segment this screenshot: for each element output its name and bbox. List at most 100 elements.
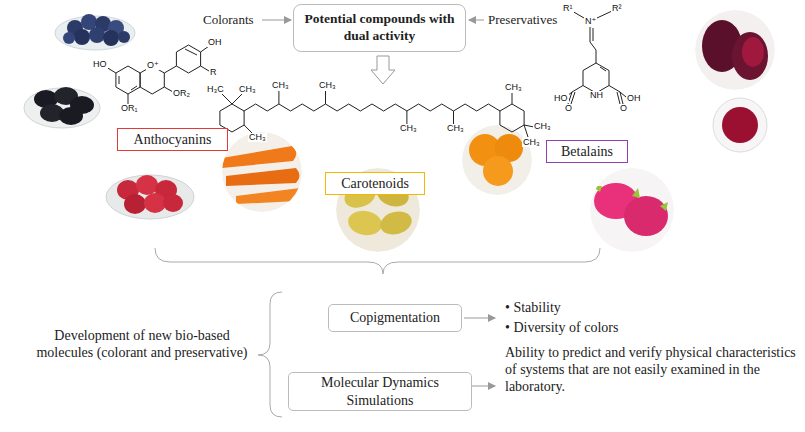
dragon-fruit-photo-part <box>590 168 674 252</box>
atom-label: HO <box>553 94 569 103</box>
carotenoid-structure-part <box>232 94 242 104</box>
node-text: Carotenoids <box>341 175 409 193</box>
betalain-structure-part <box>597 11 612 18</box>
carotenoid-structure-part <box>278 91 279 104</box>
atom-label: CH₃ <box>238 85 257 94</box>
atom-label: CH₃ <box>318 81 337 90</box>
yellow-fruit-photo <box>336 168 420 252</box>
category-box: Betalains <box>546 140 628 163</box>
betalain-structure-part <box>617 92 620 104</box>
carotenoid-structure-part <box>453 111 454 124</box>
beet-photo-part <box>742 37 764 67</box>
input-label: Preservatives <box>488 12 557 28</box>
blackberry-photo-part <box>59 107 83 125</box>
betalain-structure-part <box>572 11 584 18</box>
anthocyanin-structure-part <box>185 49 197 55</box>
blueberry-photo-part <box>89 27 105 43</box>
beet-photo <box>695 10 775 90</box>
anthocyanin-structure <box>106 45 209 104</box>
betalain-structure-part <box>600 67 606 71</box>
beet-powder-photo <box>713 98 767 152</box>
betalain-structure-part <box>593 28 594 41</box>
blueberry-photo-part <box>74 29 90 45</box>
betalain-structure-part <box>590 27 596 63</box>
atom-label: R <box>209 68 218 77</box>
atom-label: O⁺ <box>146 61 160 70</box>
carotenoid-structure-part <box>500 104 524 132</box>
atom-label: OR₂ <box>172 89 191 98</box>
atom-label: CH₃ <box>522 138 541 147</box>
carotenoid-structure-part <box>524 125 528 137</box>
carrot-photo-part <box>236 188 302 204</box>
atom-label: CH₃ <box>446 124 465 133</box>
carotenoid-structure-part <box>222 94 232 104</box>
carrot-photo-part <box>222 146 296 168</box>
orange-photo <box>462 125 532 195</box>
category-box: Anthocyanins <box>117 128 228 151</box>
atom-label: OH <box>207 38 223 47</box>
dragon-fruit-photo-part <box>592 186 668 211</box>
atom-label: CH₃ <box>504 83 523 92</box>
carrot-photo <box>222 132 302 212</box>
beet-photo-part <box>695 10 775 90</box>
yellow-fruit-photo-part <box>336 168 420 252</box>
atom-label: O <box>564 104 573 113</box>
raspberry-photo-part <box>106 175 194 219</box>
yellow-fruit-photo-part <box>378 208 415 238</box>
blueberry-photo-part <box>103 30 119 46</box>
anthocyanin-structure-part <box>201 66 209 71</box>
atom-label: OH <box>626 94 642 103</box>
carrot-photo-part <box>226 168 300 186</box>
dragon-fruit-photo-part <box>624 196 668 236</box>
atom-label: N⁺ <box>584 17 597 26</box>
side-bracket <box>258 292 282 417</box>
description-text: Development of new bio-based molecules (… <box>28 328 256 362</box>
beet-powder-photo-part <box>713 98 767 152</box>
betalain-structure-part <box>572 86 583 93</box>
yellow-fruit-photo-part <box>346 208 384 238</box>
carotenoid-structure-part <box>244 125 252 133</box>
atom-label: O <box>619 104 628 113</box>
betalain-structure <box>566 11 626 104</box>
blueberry-photo <box>55 14 135 50</box>
atom-label: CH₃ <box>271 81 290 90</box>
anthocyanin-structure-part <box>116 66 140 94</box>
atom-label: NH <box>589 91 604 100</box>
anthocyanin-structure-part <box>131 86 137 90</box>
blackberry-photo-part <box>24 88 100 128</box>
node-text: Molecular Dynamics Simulations <box>293 374 467 409</box>
atom-label: H₃C <box>206 85 225 94</box>
category-box: Carotenoids <box>325 172 425 195</box>
beet-powder-photo-part <box>722 107 758 143</box>
atom-label: R¹ <box>562 4 574 13</box>
carotenoid-structure-part <box>244 104 500 111</box>
method-box: Molecular Dynamics Simulations <box>288 372 472 411</box>
dragon-fruit-photo <box>590 168 674 252</box>
note-text: Ability to predict and verify physical c… <box>505 345 801 395</box>
betalain-structure-part <box>583 63 609 93</box>
input-arrow-part <box>469 20 484 21</box>
blackberry-photo <box>24 87 100 128</box>
carotenoid-structure-part <box>325 91 326 104</box>
atom-label: CH₃ <box>248 133 267 142</box>
bullet-item: • Diversity of colors <box>505 320 618 337</box>
anthocyanin-structure-part <box>164 66 176 73</box>
blueberry-photo-part <box>63 32 75 44</box>
result-arrow-part <box>472 386 495 387</box>
process-box: Potential compounds with dual activity <box>293 4 466 52</box>
atom-label: CH₃ <box>399 124 418 133</box>
orange-photo-part <box>483 156 513 186</box>
atom-label: CH₃ <box>533 122 552 131</box>
carotenoid-structure-part <box>512 93 513 104</box>
method-box: Copigmentation <box>328 304 462 332</box>
node-text: Betalains <box>561 143 613 161</box>
node-text: Anthocyanins <box>134 131 212 149</box>
atom-label: OR₁ <box>120 104 139 113</box>
bullet-item: • Stability <box>505 300 561 317</box>
anthocyanin-structure-part <box>140 66 164 94</box>
atom-label: HO <box>92 60 108 69</box>
input-arrow-part <box>262 20 291 21</box>
betalain-structure-part <box>620 92 623 104</box>
raspberry-photo-part <box>144 193 166 213</box>
